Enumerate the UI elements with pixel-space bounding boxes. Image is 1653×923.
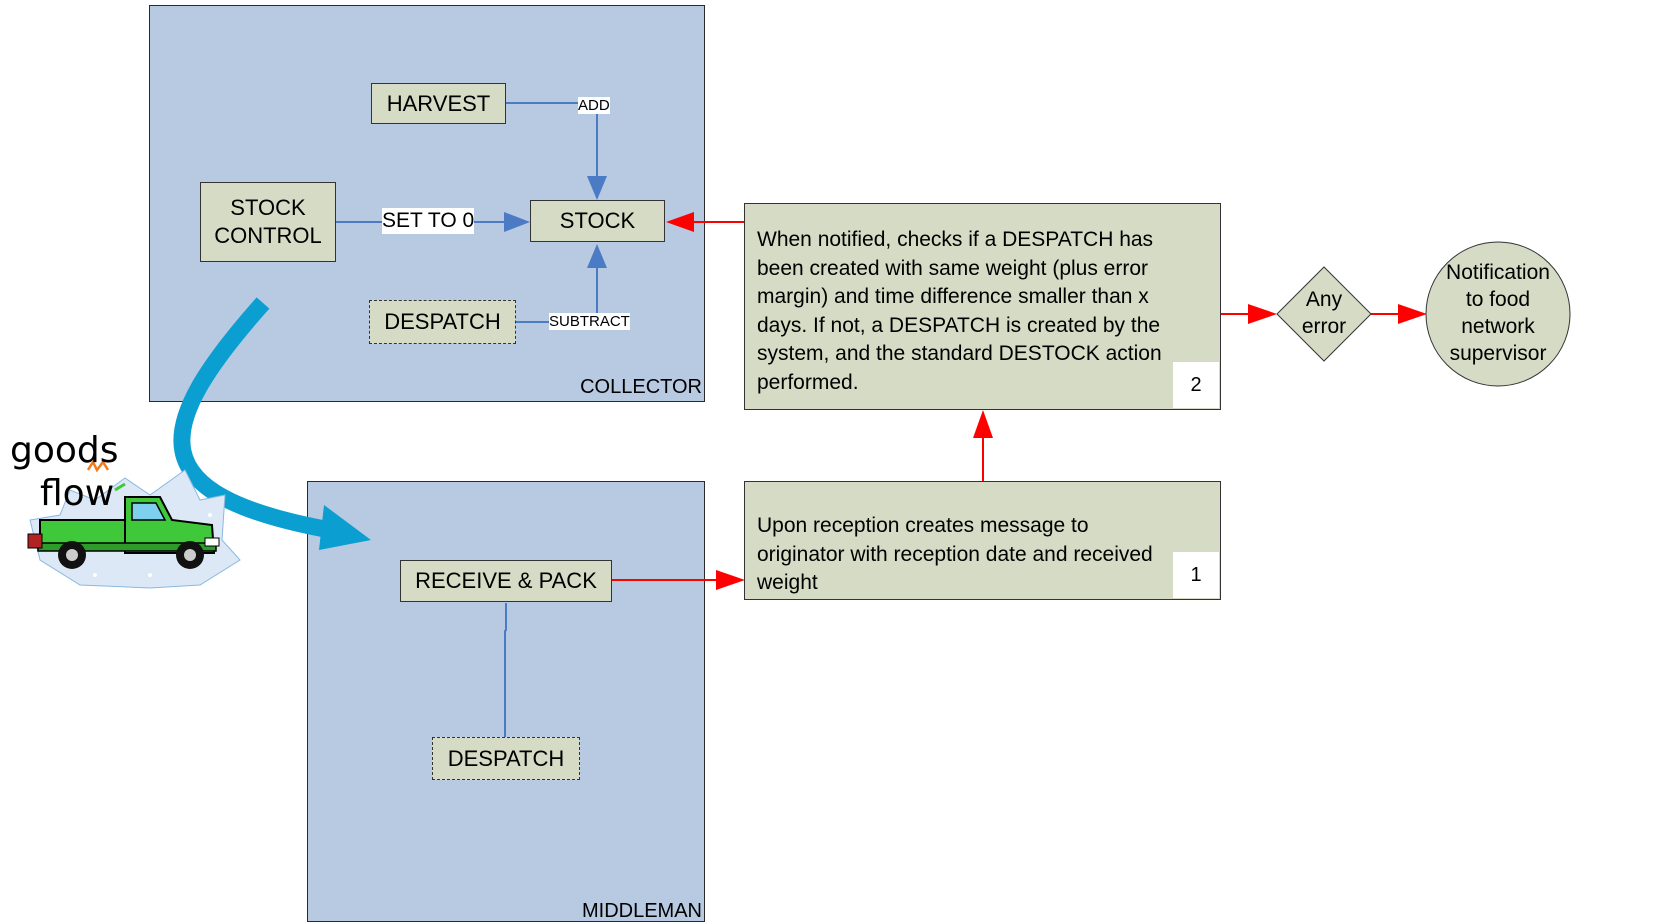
note2-decision-arrowhead <box>1248 304 1277 324</box>
note-1-number: 1 <box>1173 552 1219 598</box>
harvest-node: HARVEST <box>371 83 506 124</box>
add-edge-label: ADD <box>578 97 610 114</box>
harvest-label: HARVEST <box>386 90 491 116</box>
stock-control-node: STOCK CONTROL <box>200 182 336 262</box>
goods-flow-label-line1: goods <box>10 430 119 471</box>
harvest-stock-arrowhead <box>587 176 607 200</box>
receive-to-despatch-connector <box>504 603 507 738</box>
decision-label: Any error <box>1301 288 1347 338</box>
middleman-region: MIDDLEMAN <box>307 481 705 922</box>
note-2-text: When notified, checks if a DESPATCH has … <box>757 228 1162 394</box>
stockcontrol-stock-arrowhead <box>504 212 530 232</box>
decision-terminal-arrowhead <box>1398 304 1427 324</box>
despatch-collector-label: DESPATCH <box>384 309 501 334</box>
collector-label: COLLECTOR <box>580 376 702 398</box>
goods-flow-label-line2: flow <box>40 473 115 514</box>
receive-pack-node: RECEIVE & PACK <box>400 560 612 602</box>
note-2: When notified, checks if a DESPATCH has … <box>744 203 1221 410</box>
despatch-middleman-label: DESPATCH <box>447 745 565 771</box>
receive-note1-arrowhead <box>716 570 745 590</box>
note1-note2-arrowhead <box>973 410 993 438</box>
terminal-label: Notification to food network supervisor <box>1446 261 1550 365</box>
decision-diamond <box>1276 266 1372 362</box>
despatch-collector-node: DESPATCH <box>369 300 516 344</box>
goods-flow-arrowhead <box>319 505 371 550</box>
pickup-truck-icon <box>27 459 241 589</box>
note2-stock-arrowhead <box>666 212 694 232</box>
stock-label: STOCK <box>559 208 636 233</box>
subtract-edge-label: SUBTRACT <box>549 313 630 330</box>
note-1-text: Upon reception creates message to origin… <box>757 514 1153 594</box>
despatch-stock-arrowhead <box>587 244 607 268</box>
terminal-circle <box>1425 241 1571 387</box>
note-1: Upon reception creates message to origin… <box>744 481 1221 600</box>
note-2-number: 2 <box>1173 362 1219 408</box>
harvest-to-stock-connector <box>506 102 598 179</box>
middleman-label: MIDDLEMAN <box>581 900 702 922</box>
stock-control-label: STOCK CONTROL <box>214 195 322 248</box>
set-to-0-edge-label: SET TO 0 <box>382 208 475 234</box>
stock-node: STOCK <box>530 200 665 242</box>
despatch-middleman-node: DESPATCH <box>432 737 580 780</box>
goods-flow-arrow-icon <box>173 297 332 539</box>
receive-pack-label: RECEIVE & PACK <box>415 568 597 593</box>
